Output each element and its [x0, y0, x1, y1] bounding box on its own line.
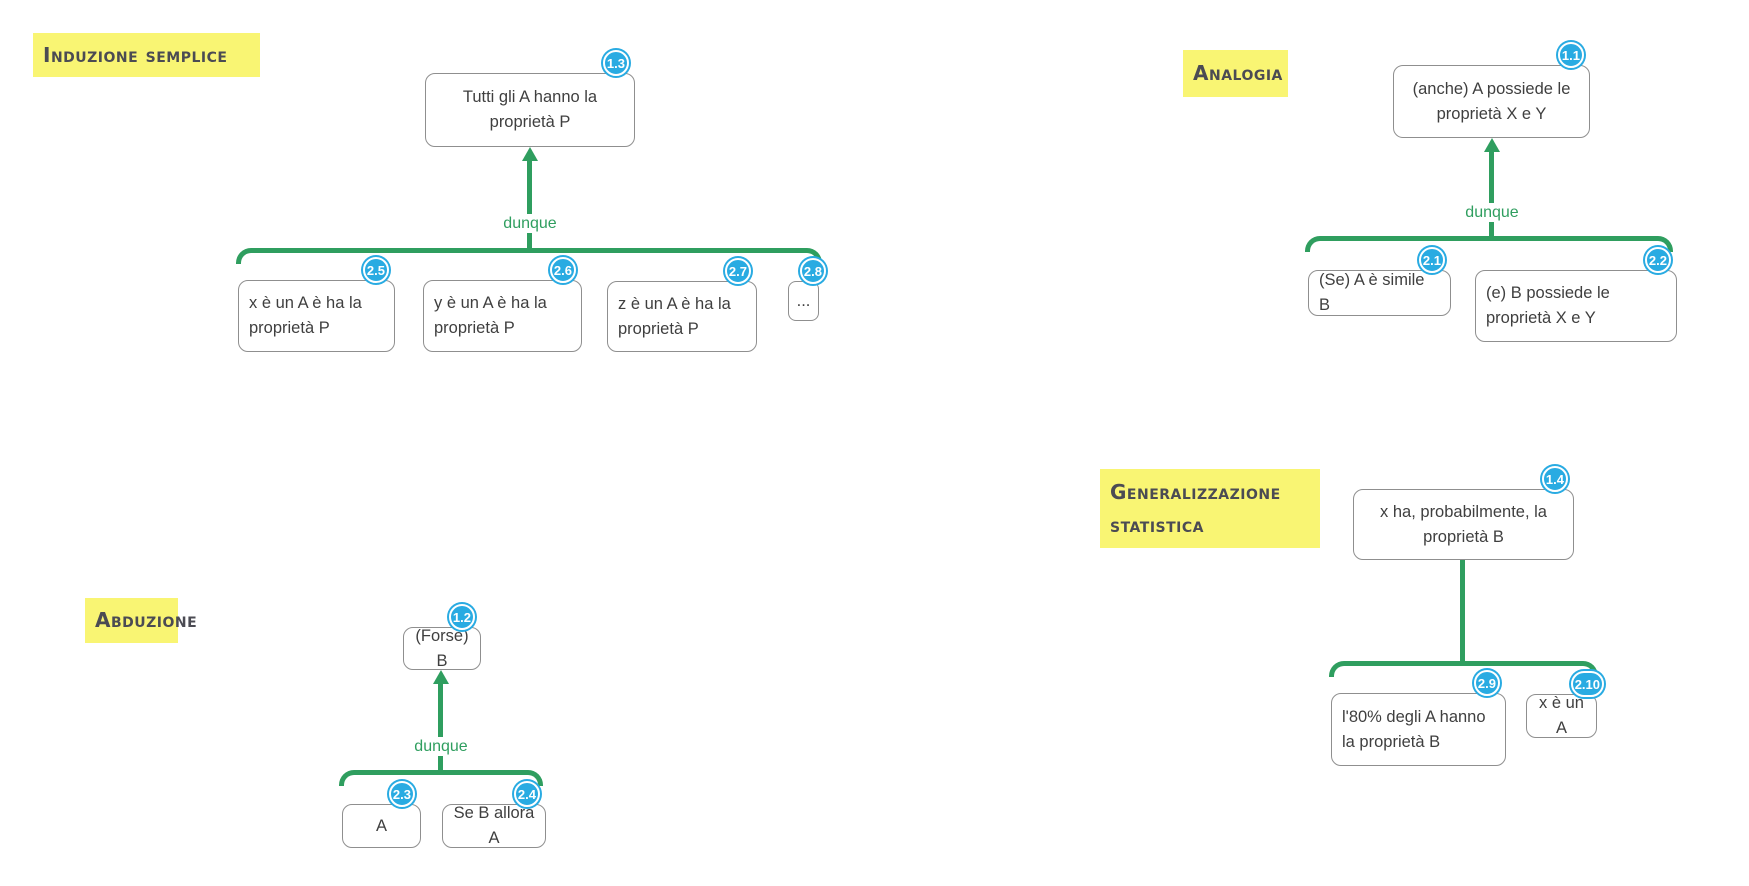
node-text: Se B allora A	[453, 804, 535, 847]
premise-bracket	[1329, 661, 1598, 677]
node-text: A	[375, 816, 387, 835]
node-premise-2-6[interactable]: y è un A è ha la proprietà P 2.6	[423, 257, 582, 352]
edge-line	[1460, 560, 1465, 661]
node-text: (e) B possiede le proprietà X e Y	[1486, 284, 1610, 327]
label-induzione-semplice[interactable]: Induzione semplice	[33, 33, 260, 77]
node-conclusion-induzione[interactable]: Tutti gli A hanno la proprietà P 1.3	[425, 50, 635, 147]
node-text: y è un A è ha la proprietà P	[434, 294, 547, 337]
premise-bracket	[1305, 236, 1673, 252]
node-badge: 1.2	[448, 604, 475, 630]
node-premise-2-7[interactable]: z è un A è ha la proprietà P 2.7	[607, 258, 757, 352]
node-badge: 2.10	[1570, 671, 1604, 697]
node-text: ...	[796, 291, 811, 310]
node-badge: 2.5	[362, 257, 389, 283]
premise-bracket	[339, 770, 543, 786]
node-badge: 2.4	[513, 781, 540, 807]
label-analogia[interactable]: Analogia	[1183, 50, 1288, 97]
node-conclusion-abduzione[interactable]: (Forse) B 1.2	[403, 604, 481, 670]
node-text: x è un A	[1539, 694, 1584, 737]
node-premise-2-4[interactable]: Se B allora A 2.4	[442, 781, 546, 848]
node-premise-2-3[interactable]: A 2.3	[342, 781, 421, 848]
edge-label-dunque: dunque	[411, 737, 471, 756]
node-premise-2-5[interactable]: x è un A è ha la proprietà P 2.5	[238, 257, 395, 352]
node-premise-2-1[interactable]: (Se) A è simile B 2.1	[1308, 247, 1451, 316]
node-text: (Forse) B	[415, 626, 469, 670]
node-text: (Se) A è simile B	[1319, 271, 1425, 314]
node-premise-2-2[interactable]: (e) B possiede le proprietà X e Y 2.2	[1475, 247, 1677, 342]
node-badge: 1.4	[1541, 466, 1568, 492]
node-badge: 2.9	[1473, 670, 1500, 696]
node-badge: 2.6	[549, 257, 576, 283]
node-premise-2-9[interactable]: l'80% degli A hanno la proprietà B 2.9	[1331, 670, 1506, 766]
premise-bracket	[236, 248, 822, 264]
node-premise-2-10[interactable]: x è un A 2.10	[1526, 671, 1604, 738]
node-badge: 1.3	[602, 50, 629, 76]
arrow-up-icon	[522, 147, 538, 161]
arrow-up-icon	[1484, 138, 1500, 152]
edge-label-dunque: dunque	[500, 214, 560, 233]
node-badge: 2.1	[1418, 247, 1445, 273]
node-text: x ha, probabilmente, la proprietà B	[1380, 502, 1547, 546]
node-badge: 2.8	[799, 258, 826, 284]
node-conclusion-analogia[interactable]: (anche) A possiede le proprietà X e Y 1.…	[1393, 42, 1590, 138]
edge-line	[438, 682, 443, 770]
label-generalizzazione-statistica[interactable]: Generalizzazione statistica	[1100, 469, 1320, 548]
node-badge: 2.2	[1644, 247, 1671, 273]
node-conclusion-generalizzazione[interactable]: x ha, probabilmente, la proprietà B 1.4	[1353, 466, 1574, 560]
node-badge: 2.7	[724, 258, 751, 284]
node-text: l'80% degli A hanno la proprietà B	[1342, 707, 1486, 751]
edge-label-dunque: dunque	[1462, 203, 1522, 222]
node-text: Tutti gli A hanno la proprietà P	[462, 88, 598, 131]
edge-line	[527, 159, 532, 248]
node-badge: 2.3	[388, 781, 415, 807]
arrow-up-icon	[433, 670, 449, 684]
node-text: (anche) A possiede le proprietà X e Y	[1412, 79, 1571, 123]
node-text: x è un A è ha la proprietà P	[249, 294, 362, 337]
node-badge: 1.1	[1557, 42, 1584, 68]
edge-line	[1489, 150, 1494, 236]
node-premise-2-8[interactable]: ... 2.8	[788, 258, 826, 321]
node-text: z è un A è ha la proprietà P	[618, 294, 731, 338]
label-abduzione[interactable]: Abduzione	[85, 598, 197, 643]
